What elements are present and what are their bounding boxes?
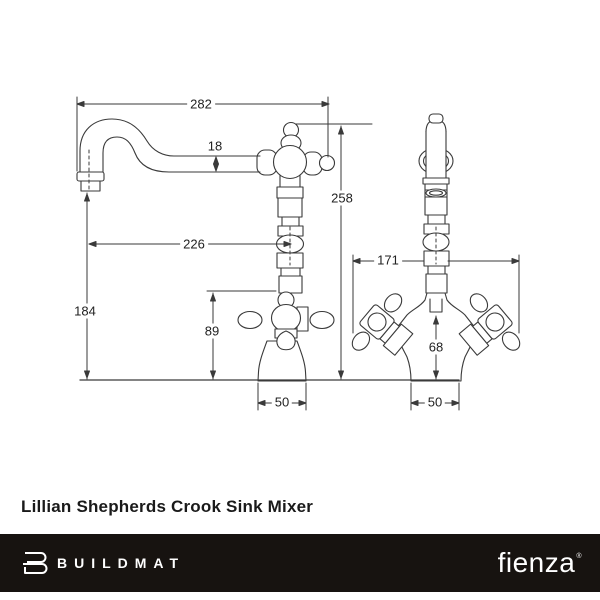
dimension-label-body-clearance: 68 [425, 339, 447, 355]
buildmat-wordmark: BUILDMAT [57, 555, 186, 571]
footer-bar: BUILDMAT fienza® [0, 534, 600, 592]
registered-trademark-symbol: ® [576, 553, 582, 560]
front-handle [237, 291, 335, 351]
spout [76, 118, 261, 192]
technical-drawing: 282 18 258 226 184 89 171 68 50 50 [71, 96, 521, 411]
dimension-label-handle-height: 89 [201, 323, 223, 339]
dimension-label-base-width-front: 50 [271, 394, 293, 410]
dimension-label-handle-span: 171 [374, 252, 402, 268]
side-right-handle [458, 293, 521, 356]
buildmat-logo: BUILDMAT [20, 551, 185, 575]
dimension-label-outlet-clearance: 184 [71, 303, 99, 319]
product-title: Lillian Shepherds Crook Sink Mixer [21, 497, 314, 516]
fienza-wordmark: fienza [497, 547, 576, 578]
dimension-label-overall-height: 258 [328, 190, 356, 206]
side-view [351, 113, 521, 382]
side-left-handle [351, 293, 414, 356]
dimension-label-spout-diameter: 18 [204, 138, 226, 154]
front-view [76, 118, 336, 382]
dimension-label-overall-reach: 282 [187, 96, 215, 112]
dimension-label-reach-to-centre: 226 [180, 236, 208, 252]
buildmat-logo-icon [23, 552, 48, 574]
fienza-logo: fienza® [498, 547, 582, 579]
dimension-label-base-width-side: 50 [424, 394, 446, 410]
drawing-canvas [76, 96, 521, 411]
